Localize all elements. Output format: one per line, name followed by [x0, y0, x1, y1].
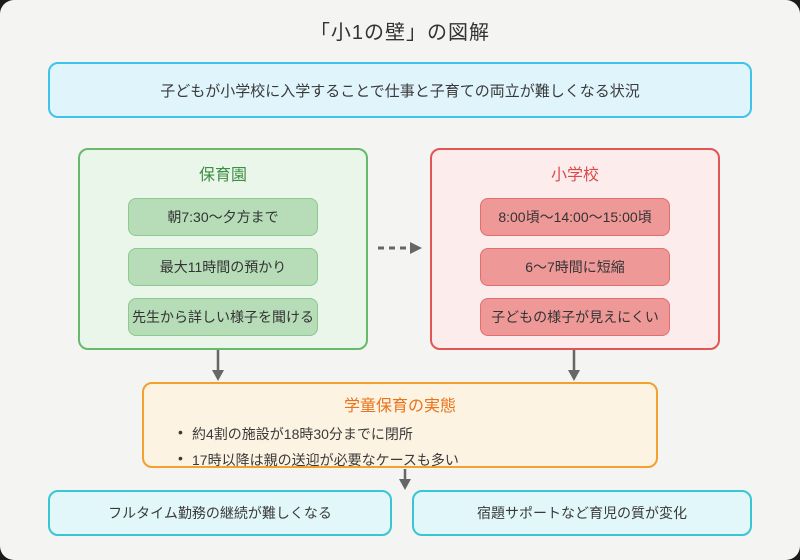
outcome-childcare-text: 宿題サポートなど育児の質が変化	[477, 505, 687, 521]
nursery-item: 先生から詳しい様子を聞ける	[128, 298, 318, 336]
elementary-title: 小学校	[550, 167, 599, 184]
nursery-item: 最大11時間の預かり	[128, 248, 318, 286]
summary-box: 子どもが小学校に入学することで仕事と子育ての両立が難しくなる状況	[48, 62, 752, 118]
nursery-box: 保育園 朝7:30〜夕方まで 最大11時間の預かり 先生から詳しい様子を聞ける	[78, 148, 368, 350]
dashed-right-arrow-icon	[378, 242, 422, 254]
outcome-work-box: フルタイム勤務の継続が難しくなる	[48, 490, 392, 536]
elementary-item: 子どもの様子が見えにくい	[480, 298, 670, 336]
nursery-item: 朝7:30〜夕方まで	[128, 198, 318, 236]
page-title: 「小1の壁」の図解	[309, 22, 491, 44]
elementary-box: 小学校 8:00頃〜14:00〜15:00頃 6〜7時間に短縮 子どもの様子が見…	[430, 148, 720, 350]
afterschool-title: 学童保育の実態	[343, 398, 456, 415]
outcome-work-text: フルタイム勤務の継続が難しくなる	[108, 505, 332, 521]
elementary-item: 6〜7時間に短縮	[480, 248, 670, 286]
nursery-title: 保育園	[198, 167, 247, 184]
down-arrow-icon	[568, 350, 580, 381]
down-arrow-icon	[399, 469, 411, 490]
outcome-childcare-box: 宿題サポートなど育児の質が変化	[412, 490, 752, 536]
down-arrow-icon	[212, 350, 224, 381]
summary-text: 子どもが小学校に入学することで仕事と子育ての両立が難しくなる状況	[160, 82, 640, 100]
afterschool-bullet: 約4割の施設が18時30分までに閉所	[178, 424, 656, 444]
afterschool-bullet: 17時以降は親の送迎が必要なケースも多い	[178, 450, 656, 470]
afterschool-box: 学童保育の実態 約4割の施設が18時30分までに閉所 17時以降は親の送迎が必要…	[142, 382, 658, 468]
elementary-item: 8:00頃〜14:00〜15:00頃	[480, 198, 670, 236]
afterschool-bullet-list: 約4割の施設が18時30分までに閉所 17時以降は親の送迎が必要なケースも多い	[144, 424, 656, 470]
